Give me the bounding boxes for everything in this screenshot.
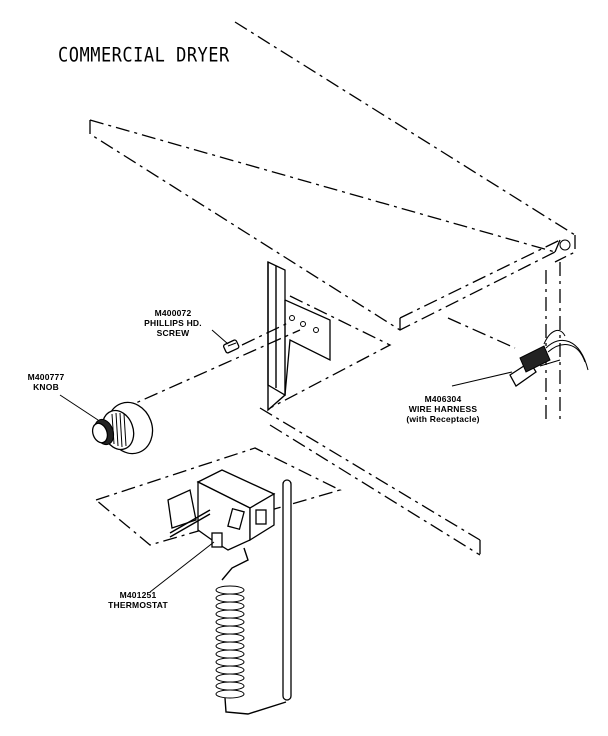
screw-description-1: PHILLIPS HD. xyxy=(144,318,202,328)
wire-harness-label: M406304 WIRE HARNESS (with Receptacle) xyxy=(388,394,498,424)
diagram-title: COMMERCIAL DRYER xyxy=(58,44,230,67)
knob-name: KNOB xyxy=(33,382,59,392)
wire-harness-description-2: (with Receptacle) xyxy=(406,414,480,424)
mounting-bracket-icon xyxy=(267,260,392,412)
wire-harness-icon xyxy=(509,329,589,387)
screw-label: M400072 PHILLIPS HD. SCREW xyxy=(128,308,218,338)
wire-harness-part-number: M406304 xyxy=(424,394,462,404)
thermostat-label: M401251 THERMOSTAT xyxy=(98,590,178,610)
thermostat-name: THERMOSTAT xyxy=(108,600,168,610)
thermostat-part-number: M401251 xyxy=(119,590,157,600)
screw-description-2: SCREW xyxy=(156,328,190,338)
knob-label: M400777 KNOB xyxy=(14,372,78,392)
dryer-cabinet-outline xyxy=(89,21,576,556)
thermostat-icon xyxy=(167,469,292,715)
knob-part-number: M400777 xyxy=(27,372,65,382)
screw-part-number: M400072 xyxy=(154,308,192,318)
leader-lines xyxy=(59,329,513,593)
wire-harness-description-1: WIRE HARNESS xyxy=(408,404,478,414)
knob-icon xyxy=(91,329,301,455)
thermostat-mounting-plane xyxy=(95,447,342,546)
